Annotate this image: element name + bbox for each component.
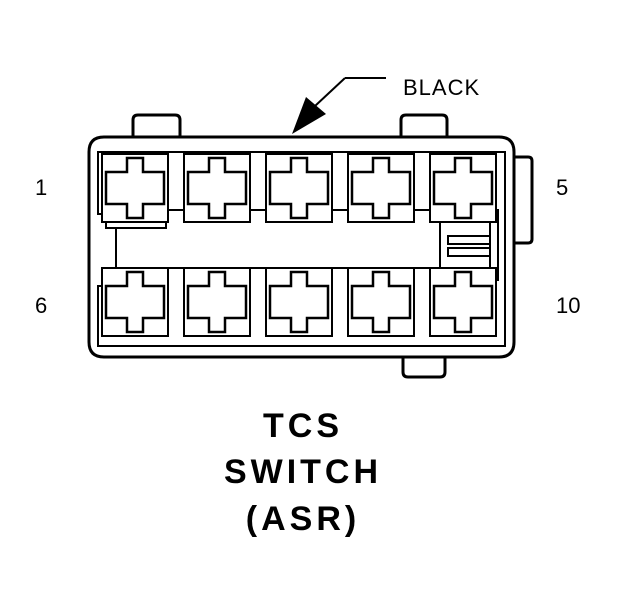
- callout-arrowhead: [292, 97, 326, 134]
- right-rail-upper: [447, 235, 491, 245]
- top-latch-right: [399, 113, 449, 140]
- cavity-opening-5: [432, 156, 494, 220]
- side-key: [510, 155, 534, 245]
- cavity-opening-8: [268, 270, 330, 334]
- top-latch-left: [131, 113, 182, 140]
- cavity-opening-1: [104, 156, 166, 220]
- color-callout-label: BLACK: [403, 75, 480, 100]
- cavity-opening-9: [350, 270, 412, 334]
- cavity-opening-2: [186, 156, 248, 220]
- cavity-opening-3: [268, 156, 330, 220]
- cavity-opening-6: [104, 270, 166, 334]
- title-line-1: TCS: [263, 407, 343, 445]
- pin-label-1: 1: [35, 175, 47, 200]
- callout-leader-diagonal: [314, 77, 346, 107]
- title-line-2: SWITCH: [224, 453, 382, 491]
- cavity-opening-4: [350, 156, 412, 220]
- cavity-opening-7: [186, 270, 248, 334]
- bottom-latch: [401, 352, 447, 379]
- title-line-3: (ASR): [246, 500, 360, 538]
- pin-cavities: [101, 153, 497, 337]
- cavity-opening-10: [432, 270, 494, 334]
- right-rail-lower: [447, 247, 491, 257]
- pin-label-6: 6: [35, 293, 47, 318]
- pin-label-10: 10: [556, 293, 580, 318]
- pin-label-5: 5: [556, 175, 568, 200]
